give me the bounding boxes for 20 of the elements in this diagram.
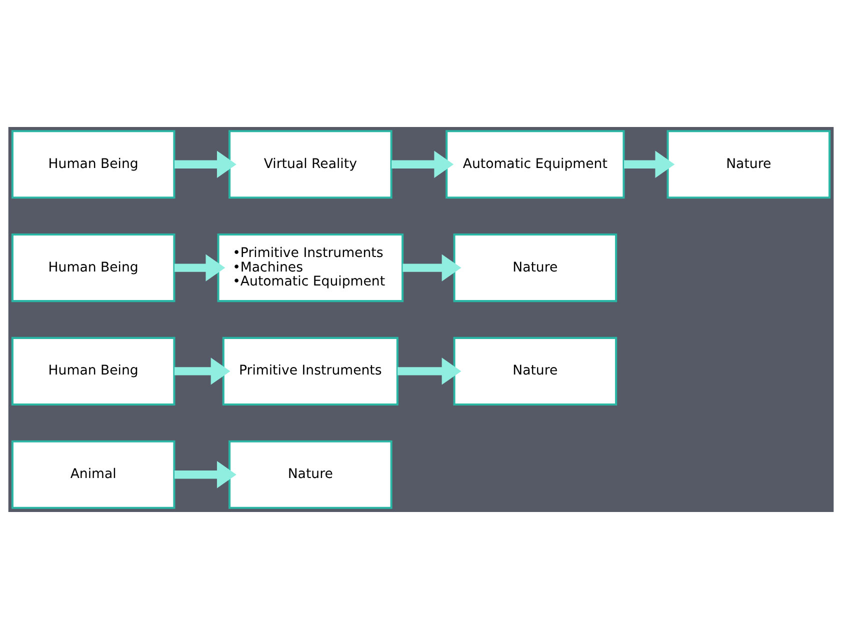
arrow bbox=[174, 254, 226, 282]
arrow bbox=[392, 150, 454, 178]
node-box: Human Being bbox=[11, 130, 176, 199]
node-box: Human Being bbox=[11, 233, 176, 302]
node-box: Nature bbox=[453, 336, 618, 406]
arrow bbox=[624, 150, 675, 178]
node-box: Human Being bbox=[11, 336, 176, 406]
node-box: Automatic Equipment bbox=[446, 130, 625, 199]
node-box: Animal bbox=[11, 440, 176, 509]
arrow bbox=[174, 358, 230, 385]
node-box: Nature bbox=[453, 233, 618, 302]
node-box: Nature bbox=[666, 130, 831, 199]
node-box: •Primitive Instruments •Machines •Automatic Equipment bbox=[217, 233, 404, 302]
arrow bbox=[174, 150, 236, 178]
arrow bbox=[398, 358, 462, 385]
node-box: Virtual Reality bbox=[228, 130, 392, 199]
arrow bbox=[402, 254, 462, 282]
arrow bbox=[174, 461, 236, 488]
node-box: Nature bbox=[228, 440, 392, 509]
node-box: Primitive Instruments bbox=[222, 336, 398, 406]
